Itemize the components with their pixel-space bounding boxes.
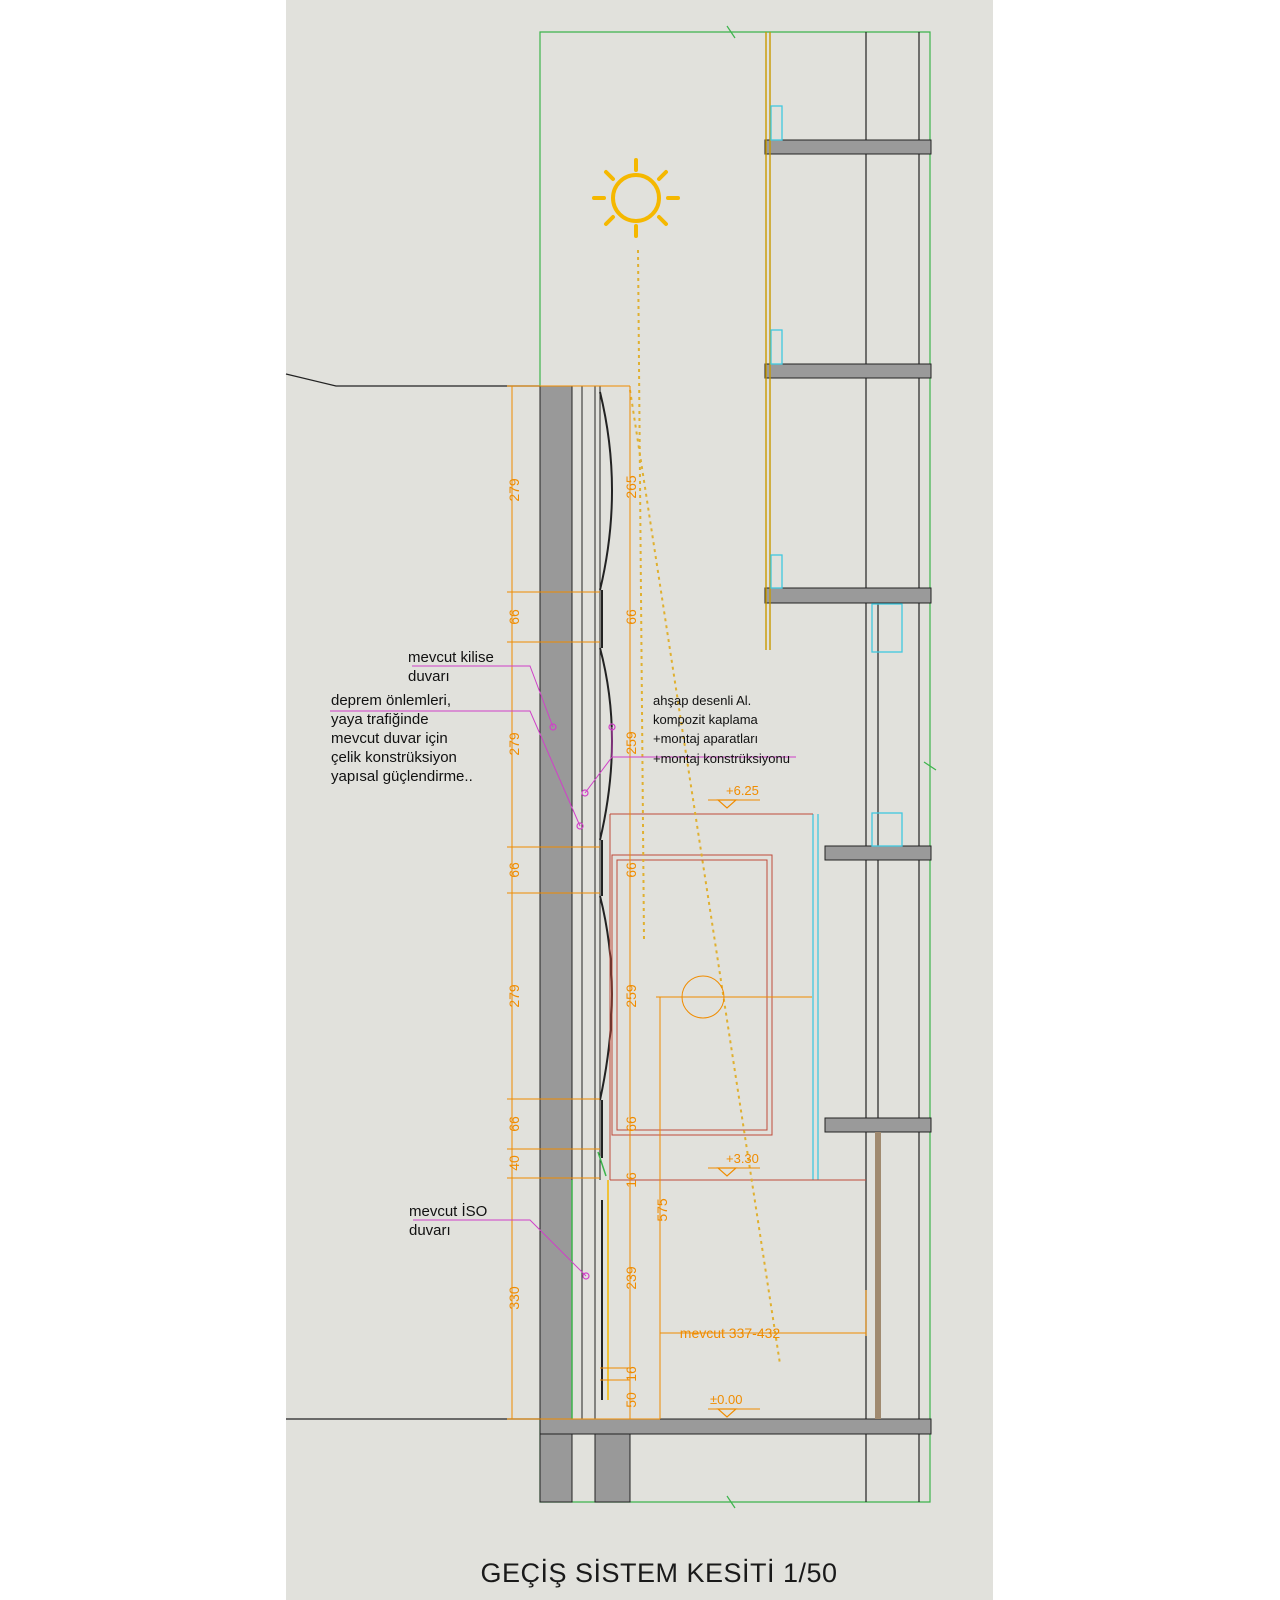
annotation-iso-wall: mevcut İSO duvarı (409, 1202, 487, 1239)
dim-span: mevcut 337-432 (680, 1325, 781, 1341)
dim-height: 575 (654, 1198, 670, 1222)
pivot-circle (681, 975, 725, 1019)
level-ground-text: ±0.00 (710, 1392, 742, 1407)
level-middle-text: +3.30 (726, 1151, 759, 1166)
cladding-line-3: +montaj aparatları (653, 731, 758, 746)
leader-lines (330, 665, 796, 1277)
dim-left-6: 40 (506, 1155, 522, 1171)
dim-left-1: 66 (506, 609, 522, 625)
level-top-text: +6.25 (726, 783, 759, 798)
annotation-seismic: deprem önlemleri, yaya trafiğinde mevcut… (331, 692, 473, 785)
sun-rays (629, 249, 781, 1365)
cladding-line-2: kompozit kaplama (653, 712, 759, 727)
dim-right-8: 16 (623, 1366, 639, 1382)
dim-left-2: 279 (506, 732, 522, 756)
cladding-line-1: ahşap desenli Al. (653, 693, 751, 708)
dim-right-2: 259 (623, 731, 639, 755)
church-wall-line-1: mevcut kilise (408, 649, 494, 666)
dim-right-9: 50 (623, 1392, 639, 1408)
existing-column (875, 1132, 881, 1419)
dimension-lines (511, 386, 867, 1419)
floor-slabs (539, 139, 932, 1435)
level-triangle-icon (716, 1408, 738, 1418)
seismic-line-2: yaya trafiğinde (331, 711, 429, 728)
dim-left-7: 330 (506, 1286, 522, 1310)
passage-frame (609, 813, 866, 1181)
glazing-cyan (770, 105, 903, 1180)
dim-right-0: 265 (623, 475, 639, 499)
leader-dots (549, 723, 616, 1280)
cladding-green-joint (597, 1151, 607, 1177)
dim-right-7: 239 (623, 1266, 639, 1290)
cladding-line-4: +montaj konstrüksiyonu (653, 751, 790, 766)
church-wall (539, 385, 631, 1503)
seismic-line-1: deprem önlemleri, (331, 692, 451, 709)
dim-right-6: 16 (623, 1172, 639, 1188)
annotation-church-wall: mevcut kilise duvarı (408, 649, 494, 685)
dim-left-5: 66 (506, 1116, 522, 1132)
dim-left-0: 279 (506, 478, 522, 502)
dim-right-1: 66 (623, 609, 639, 625)
dim-right-3: 66 (623, 862, 639, 878)
church-wall-line-2: duvarı (408, 668, 450, 685)
level-marker-ground: ±0.00 (708, 1392, 760, 1418)
level-marker-top: +6.25 (708, 783, 760, 809)
right-dimensions: 265 66 259 66 259 66 16 239 16 50 (623, 475, 639, 1408)
seismic-line-5: yapısal güçlendirme.. (331, 768, 473, 785)
dim-left-3: 66 (506, 862, 522, 878)
dim-right-5: 66 (623, 1116, 639, 1132)
dim-left-4: 279 (506, 984, 522, 1008)
annotation-cladding: ahşap desenli Al. kompozit kaplama +mont… (653, 693, 790, 766)
level-triangle-icon (716, 1167, 738, 1177)
drawing-sheet (286, 0, 993, 1600)
iso-wall-line-1: mevcut İSO (409, 1202, 487, 1220)
level-triangle-icon (716, 799, 738, 809)
level-marker-middle: +3.30 (708, 1151, 760, 1177)
existing-ground-line (285, 373, 540, 387)
sun-icon (592, 158, 680, 238)
drawing-title: GEÇİŞ SİSTEM KESİTİ 1/50 (480, 1557, 837, 1588)
seismic-line-3: mevcut duvar için (331, 730, 448, 747)
iso-wall-line-2: duvarı (409, 1222, 451, 1239)
left-dimensions: 279 66 279 66 279 66 40 330 (506, 478, 522, 1310)
facade-mullions (765, 32, 771, 650)
seismic-line-4: çelik konstrüksiyon (331, 749, 457, 766)
steel-construction (581, 386, 601, 1419)
dim-right-4: 259 (623, 984, 639, 1008)
